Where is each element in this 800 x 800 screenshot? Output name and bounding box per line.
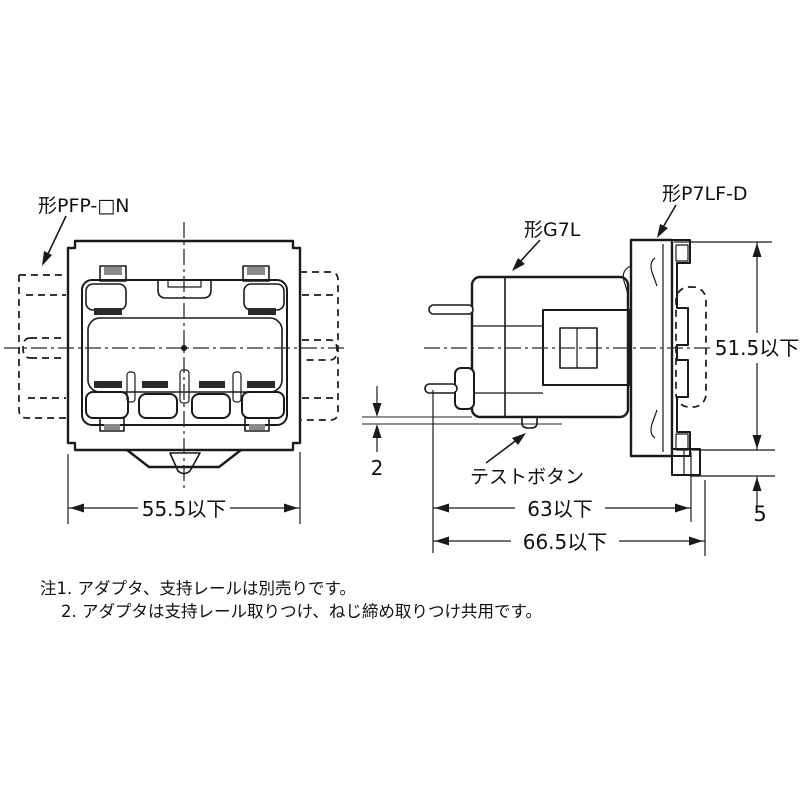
terminal-hole-lower-1 [85,391,129,419]
side-view: 51.5以下 5 2 63以下 [362,238,800,556]
relay-body [470,275,630,419]
slot-lower-3 [199,381,225,388]
note-line-2: 2. アダプタは支持レール取りつけ、ねじ締め取りつけ共用です。 [61,602,542,621]
test-button-leader [485,438,519,464]
dim-depth-total: 66.5以下 [433,480,706,556]
terminal-hole-lower-4 [241,391,285,419]
adapter-tooth-detail-top [675,244,689,262]
din-rail-dashed-left [18,274,68,419]
relay-label: 形G7L [524,219,581,241]
adapter-front-outline [66,239,302,452]
vertical-slot-left [126,371,136,403]
slot-upper-right [248,308,276,315]
bottom-latch-right-shade [249,424,265,430]
hidden-rail-dashed [675,286,707,408]
rail-label: 形PFP-□N [38,195,129,217]
terminal-hole-upper-left [85,283,127,311]
adapter-rear-teeth [671,239,691,457]
front-view: 55.5以下 [4,222,346,524]
relay-latch-hook [622,265,632,295]
rail-label-leader [45,215,67,259]
rail-hook-clip [169,452,201,475]
terminal-hole-upper-right [243,283,285,311]
dim-side-height-text: 51.5以下 [715,336,800,360]
test-button-label: テストボタン [470,466,584,488]
relay-label-leader [517,239,541,265]
relay-pin-upper [428,304,474,315]
terminal-hole-lower-3 [191,393,231,419]
dim-depth-total-text: 66.5以下 [523,530,608,554]
test-button-bump [521,416,538,429]
adapter-bottom-block [671,448,701,476]
bottom-latch-left-shade [104,424,120,430]
slot-lower-1 [94,381,122,388]
front-center-dot [181,345,187,351]
rail-label-arrow [42,251,52,266]
dim-front-width-text: 55.5以下 [142,497,227,521]
dim-rail-gap: 2 [371,386,384,480]
bottom-latch-left [99,417,125,432]
bottom-latch-right [244,417,270,432]
slot-lower-2 [142,381,168,388]
vertical-slot-right [232,371,242,403]
relay-label-arrow [512,258,525,271]
dim-bottom-offset-text: 5 [753,502,766,526]
adapter-tooth-detail-bottom [675,433,689,451]
socket-label-arrow [657,224,668,238]
dim-bottom-offset: 5 [690,449,775,526]
dim-front-width: 55.5以下 [67,452,301,524]
dim-depth-relay-text: 63以下 [527,497,592,521]
test-button-arrow [512,433,526,445]
slot-lower-4 [247,381,275,388]
adapter-latch-top [650,257,658,287]
top-latch-right-shade [247,267,265,275]
terminal-hole-lower-2 [138,393,178,419]
notes: 注1. アダプタ、支持レールは別売りです。 2. アダプタは支持レール取りつけ、… [40,579,542,621]
adapter-latch-bottom [650,409,658,439]
dim-depth-relay: 63以下 [432,390,692,553]
dim-rail-gap-text: 2 [371,456,384,480]
socket-label: 形P7LF-D [662,183,748,205]
relay-pin-lower [424,383,458,394]
din-rail-dashed-right [300,271,339,421]
center-cavity [87,317,283,393]
top-latch-left-shade [104,267,122,275]
relay-mounting-lug [454,367,475,410]
dim-side-height: 51.5以下 [674,241,800,450]
note-line-1: 注1. アダプタ、支持レールは別売りです。 [40,579,356,598]
socket-label-leader [661,204,677,230]
labels: 形PFP-□N 形G7L 形P7LF-D テストボタン [38,183,748,488]
slot-upper-left [94,308,122,315]
